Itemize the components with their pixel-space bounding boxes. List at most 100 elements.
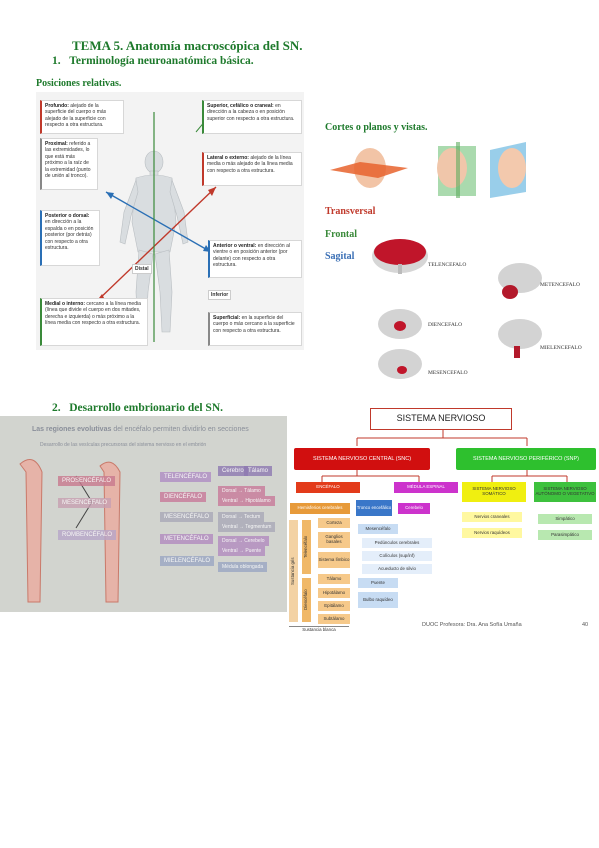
limbico-box: Sistema límbico: [318, 552, 350, 568]
tag-dorsal-tectum: Dorsal → Tectum: [218, 512, 265, 522]
page-number: 40: [582, 622, 589, 628]
sagital-label: Sagital: [325, 251, 355, 262]
label-superficial: Superficial: en la superficie del cuerpo…: [208, 312, 302, 346]
anatomical-positions-figure: Profundo: alejado de la superficie del c…: [36, 92, 304, 350]
label-superior: Superior, cefálico o craneal: en direcci…: [202, 100, 302, 134]
somatico-box: SISTEMA NERVIOSO SOMÁTICO: [462, 482, 526, 502]
tag-ventral-tegmentum: Ventral → Tegmentum: [218, 522, 276, 532]
tag-ventral-hipotalamo: Ventral → Hipotálamo: [218, 496, 275, 506]
sn-connector-lines: [321, 430, 568, 482]
mielencefalo-label: MIELENCEFALO: [540, 345, 582, 351]
tag-metencefalo: METENCÉFALO: [160, 534, 213, 544]
lateral-definition: alejado de la línea media o más alejado …: [207, 155, 293, 174]
label-anterior: Anterior o ventral: en dirección al vien…: [208, 240, 302, 278]
telencefalo-label: TELENCEFALO: [428, 262, 467, 268]
tag-medula-oblongada: Médula oblongada: [218, 562, 268, 572]
tag-mesencefalo-left: MESENCÉFALO: [58, 498, 112, 508]
transversal-plane-head: [330, 148, 408, 188]
tag-rombencefalo: ROMBENCÉFALO: [58, 530, 117, 540]
profundo-definition: alejado de la superficie del cuerpo o má…: [45, 103, 107, 129]
tronco-box: Tronco encefálico: [356, 500, 392, 516]
embryo-development-photo: Las regiones evolutivas del encéfalo per…: [0, 416, 287, 612]
label-distal: Distal: [132, 264, 152, 274]
mesencefalo-box: Mesencéfalo: [358, 524, 398, 534]
simpatico-box: Simpático: [538, 514, 592, 524]
epitalamo-box: Epitálamo: [318, 601, 350, 611]
section-1-heading: 1. Terminología neuroanatómica básica.: [52, 55, 254, 67]
embryo-title: Las regiones evolutivas del encéfalo per…: [32, 426, 249, 433]
snp-box: SISTEMA NERVIOSO PERIFÉRICO (SNP): [456, 448, 596, 470]
superficial-term: Superficial:: [213, 315, 241, 321]
tag-dorsal-cerebelo: Dorsal → Cerebelo: [218, 536, 269, 546]
proximal-definition: referido a las extremidades, lo que está…: [45, 141, 91, 180]
brain-mesencefalo: [378, 349, 422, 379]
sn-title-box: SISTEMA NERVIOSO: [370, 408, 512, 430]
label-lateral: Lateral o externo: alejado de la línea m…: [202, 152, 302, 186]
tag-mesencefalo-mid: MESENCÉFALO: [160, 512, 214, 522]
proximal-term: Proximal:: [45, 141, 68, 147]
medial-term: Medial o interno:: [45, 301, 85, 307]
anterior-definition: en dirección al vientre o en posición an…: [213, 243, 290, 269]
tag-prosencefalo: PROSENCÉFALO: [58, 476, 116, 486]
corteza-box: Corteza: [318, 518, 350, 528]
coliculos-box: Colículos (sup/inf): [362, 551, 432, 561]
autonomo-box: SISTEMA NERVIOSO AUTÓNOMO O VEGETATIVO: [534, 482, 596, 502]
brain-mielencefalo: [498, 319, 542, 358]
posterior-definition: en dirección a la espalda o en posición …: [45, 219, 94, 252]
subtalamo-box: Subtálamo: [318, 614, 350, 624]
brain-regions-illustration: [372, 239, 542, 379]
encefalo-box: ENCÉFALO: [296, 482, 360, 493]
frontal-label: Frontal: [325, 229, 358, 240]
lateral-term: Lateral o externo:: [207, 155, 249, 161]
section-2-heading: 2. Desarrollo embrionario del SN.: [52, 402, 223, 414]
acueducto-box: Acueducto de silvio: [362, 564, 432, 574]
nervios-craneales-box: Nervios craneales: [462, 512, 522, 522]
frontal-plane-head: [437, 142, 476, 198]
positions-heading: Posiciones relativas.: [36, 78, 122, 89]
puente-box: Puente: [358, 578, 398, 588]
tag-dorsal-talamo: Dorsal → Tálamo: [218, 486, 265, 496]
mesencefalo-label: MESENCEFALO: [428, 370, 468, 376]
metencefalo-label: METENCEFALO: [540, 282, 580, 288]
anterior-term: Anterior o ventral:: [213, 243, 257, 249]
ganglios-box: Ganglios basales: [318, 532, 350, 548]
embryo-drawings: [19, 459, 121, 603]
nervios-raquideos-box: Nervios raquídeos: [462, 528, 522, 538]
footer-text: DUOC Profesora: Dra. Ana Sofía Umaña: [422, 622, 522, 628]
superficial-definition: en la superficie del cuerpo o más cercan…: [213, 315, 295, 334]
tag-diencefalo: DIENCÉFALO: [160, 492, 207, 502]
sustancia-gris-label: Sustancia gris: [289, 520, 298, 622]
label-medial: Medial o interno: cercano a la línea med…: [40, 298, 148, 346]
brain-diencefalo: [378, 309, 422, 339]
page-title: TEMA 5. Anatomía macroscópica del SN.: [72, 38, 303, 53]
talamo-box: Tálamo: [318, 574, 350, 584]
tag-talamo: Tálamo: [244, 466, 273, 476]
hemisferios-box: Hemisferios cerebrales: [290, 503, 350, 514]
transversal-label: Transversal: [325, 206, 376, 217]
pedunculos-box: Pedúnculos cerebrales: [362, 538, 432, 548]
planes-heading: Cortes o planos y vistas.: [325, 122, 428, 133]
hipotalamo-box: Hipotálamo: [318, 588, 350, 598]
medula-box: MÉDULA ESPINAL: [394, 482, 458, 493]
telencefalo-side-label: Telencéfalo: [302, 520, 311, 574]
snc-box: SISTEMA NERVIOSO CENTRAL (SNC): [294, 448, 430, 470]
embryo-subtitle: Desarrollo de las vesículas precursoras …: [40, 442, 207, 448]
tag-mielencefalo: MIELENCÉFALO: [160, 556, 215, 566]
profundo-term: Profundo:: [45, 103, 69, 109]
posterior-term: Posterior o dorsal:: [45, 213, 90, 219]
tag-telencefalo: TELENCÉFALO: [160, 472, 212, 482]
label-profundo: Profundo: alejado de la superficie del c…: [40, 100, 124, 134]
label-proximal: Proximal: referido a las extremidades, l…: [40, 138, 98, 190]
sagital-plane-head: [490, 142, 526, 198]
tag-cerebro: Cerebro: [218, 466, 248, 476]
planes-illustration: [330, 142, 526, 198]
superior-definition: en dirección a la cabeza o en posición s…: [207, 103, 295, 122]
label-posterior: Posterior o dorsal: en dirección a la es…: [40, 210, 100, 266]
superior-term: Superior, cefálico o craneal:: [207, 103, 274, 109]
tag-ventral-puente: Ventral → Puente: [218, 546, 266, 556]
brain-telencefalo: [372, 239, 428, 274]
cerebelo-box: Cerebelo: [398, 503, 430, 514]
diencefalo-side-label: Diencéfalo: [302, 578, 311, 622]
diencefalo-label: DIENCEFALO: [428, 322, 463, 328]
label-inferior: Inferior: [208, 290, 232, 300]
